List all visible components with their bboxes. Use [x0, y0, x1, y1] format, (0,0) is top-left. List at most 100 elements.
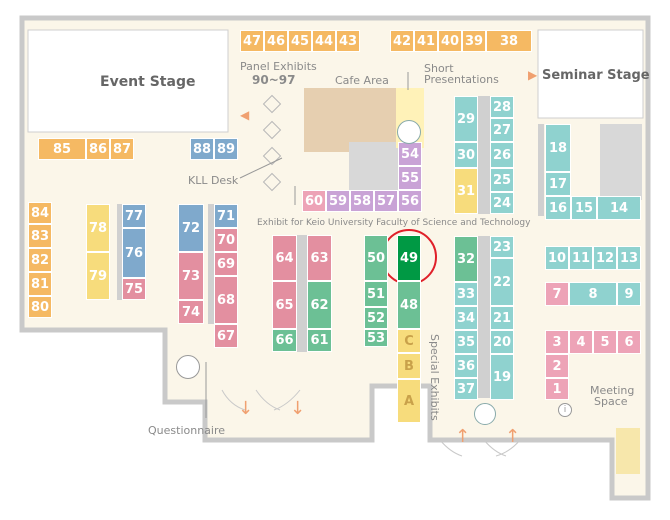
booth-66[interactable]: 66 [272, 329, 297, 352]
info-icon: i [558, 403, 572, 417]
faculty-exhibit-label: Exhibit for Keio University Faculty of S… [257, 218, 531, 228]
booth-53[interactable]: 53 [364, 329, 388, 347]
booth-24[interactable]: 24 [490, 192, 514, 214]
booth-52[interactable]: 52 [364, 307, 388, 329]
booth-44[interactable]: 44 [312, 30, 336, 52]
booth-85[interactable]: 85 [38, 138, 86, 160]
booth-84[interactable]: 84 [28, 202, 52, 224]
booth-27[interactable]: 27 [490, 118, 514, 142]
booth-57[interactable]: 57 [374, 190, 398, 212]
booth-89[interactable]: 89 [214, 138, 238, 160]
booth-83[interactable]: 83 [28, 224, 52, 248]
booth-37[interactable]: 37 [454, 378, 478, 400]
booth-38[interactable]: 38 [486, 30, 532, 52]
short-pres-label-2: Presentations [424, 73, 499, 86]
booth-11[interactable]: 11 [569, 246, 593, 270]
booth-54[interactable]: 54 [398, 142, 422, 166]
booth-16[interactable]: 16 [545, 196, 571, 220]
booth-31[interactable]: 31 [454, 168, 478, 214]
booth-42[interactable]: 42 [390, 30, 414, 52]
booth-28[interactable]: 28 [490, 96, 514, 118]
booth-79[interactable]: 79 [86, 252, 110, 300]
booth-88[interactable]: 88 [190, 138, 214, 160]
booth-33[interactable]: 33 [454, 282, 478, 306]
booth-82[interactable]: 82 [28, 248, 52, 272]
booth-2[interactable]: 2 [545, 354, 569, 378]
booth-61[interactable]: 61 [307, 329, 332, 352]
booth-19[interactable]: 19 [490, 354, 514, 400]
booth-12[interactable]: 12 [593, 246, 617, 270]
booth-17[interactable]: 17 [545, 172, 571, 196]
booth-77[interactable]: 77 [122, 204, 146, 228]
event-stage-label: Event Stage [100, 74, 196, 90]
booth-14[interactable]: 14 [597, 196, 641, 220]
booth-81[interactable]: 81 [28, 272, 52, 296]
booth-C[interactable]: C [397, 329, 421, 353]
booth-4[interactable]: 4 [569, 330, 593, 354]
booth-73[interactable]: 73 [178, 252, 204, 300]
booth-29[interactable]: 29 [454, 96, 478, 142]
booth-22[interactable]: 22 [490, 258, 514, 306]
booth-71[interactable]: 71 [214, 204, 238, 228]
booth-87[interactable]: 87 [110, 138, 134, 160]
booth-67[interactable]: 67 [214, 324, 238, 348]
booth-23[interactable]: 23 [490, 236, 514, 258]
booth-72[interactable]: 72 [178, 204, 204, 252]
booth-8[interactable]: 8 [569, 282, 617, 306]
booth-50[interactable]: 50 [364, 235, 388, 281]
booth-46[interactable]: 46 [264, 30, 288, 52]
booth-43[interactable]: 43 [336, 30, 360, 52]
booth-69[interactable]: 69 [214, 252, 238, 276]
booth-30[interactable]: 30 [454, 142, 478, 168]
booth-34[interactable]: 34 [454, 306, 478, 330]
booth-76[interactable]: 76 [122, 228, 146, 278]
booth-47[interactable]: 47 [240, 30, 264, 52]
booth-10[interactable]: 10 [545, 246, 569, 270]
presentation-icon [474, 403, 496, 425]
kll-desk-label: KLL Desk [188, 174, 239, 187]
booth-59[interactable]: 59 [326, 190, 350, 212]
booth-5[interactable]: 5 [593, 330, 617, 354]
booth-63[interactable]: 63 [307, 235, 332, 281]
booth-48[interactable]: 48 [397, 281, 421, 329]
booth-18[interactable]: 18 [545, 124, 571, 172]
booth-70[interactable]: 70 [214, 228, 238, 252]
booth-65[interactable]: 65 [272, 281, 297, 329]
booth-60[interactable]: 60 [302, 190, 326, 212]
booth-9[interactable]: 9 [617, 282, 641, 306]
exit-arrow-icon: ↓ [290, 398, 306, 419]
booth-7[interactable]: 7 [545, 282, 569, 306]
booth-6[interactable]: 6 [617, 330, 641, 354]
booth-51[interactable]: 51 [364, 281, 388, 307]
booth-A[interactable]: A [397, 379, 421, 423]
booth-74[interactable]: 74 [178, 300, 204, 324]
booth-49-highlighted[interactable]: 49 [397, 235, 421, 281]
booth-20[interactable]: 20 [490, 330, 514, 354]
booth-86[interactable]: 86 [86, 138, 110, 160]
booth-56[interactable]: 56 [398, 190, 422, 212]
booth-25[interactable]: 25 [490, 168, 514, 192]
booth-58[interactable]: 58 [350, 190, 374, 212]
booth-3[interactable]: 3 [545, 330, 569, 354]
booth-26[interactable]: 26 [490, 142, 514, 168]
short-pres-label-1: Short [424, 62, 454, 75]
booth-80[interactable]: 80 [28, 296, 52, 318]
booth-13[interactable]: 13 [617, 246, 641, 270]
booth-40[interactable]: 40 [438, 30, 462, 52]
booth-78[interactable]: 78 [86, 204, 110, 252]
booth-32[interactable]: 32 [454, 236, 478, 282]
booth-B[interactable]: B [397, 353, 421, 379]
booth-55[interactable]: 55 [398, 166, 422, 190]
booth-68[interactable]: 68 [214, 276, 238, 324]
booth-36[interactable]: 36 [454, 354, 478, 378]
booth-62[interactable]: 62 [307, 281, 332, 329]
booth-35[interactable]: 35 [454, 330, 478, 354]
booth-41[interactable]: 41 [414, 30, 438, 52]
booth-45[interactable]: 45 [288, 30, 312, 52]
booth-15[interactable]: 15 [571, 196, 597, 220]
booth-39[interactable]: 39 [462, 30, 486, 52]
booth-75[interactable]: 75 [122, 278, 146, 300]
booth-1[interactable]: 1 [545, 378, 569, 400]
booth-64[interactable]: 64 [272, 235, 297, 281]
booth-21[interactable]: 21 [490, 306, 514, 330]
